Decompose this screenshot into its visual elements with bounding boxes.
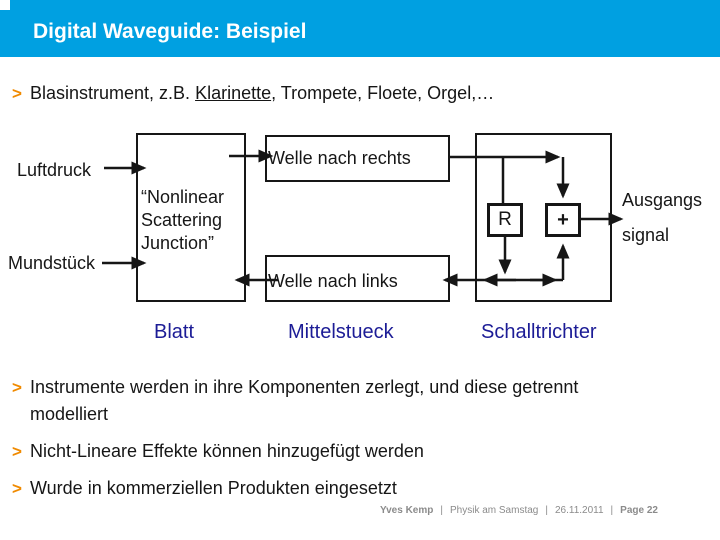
footer-author: Yves Kemp xyxy=(380,505,434,516)
section-label-mittelstueck: Mittelstueck xyxy=(288,321,394,343)
section-label-schalltrichter: Schalltrichter xyxy=(481,321,597,343)
footer-event: Physik am Samstag xyxy=(449,505,539,516)
adder-label: + xyxy=(557,208,569,231)
output-label-line2: signal xyxy=(622,225,670,245)
junction-label-line3: Junction” xyxy=(141,233,215,253)
header-bar: Digital Waveguide: Beispiel xyxy=(0,0,720,57)
junction-label-line1: “Nonlinear xyxy=(141,187,225,207)
wave-right-box xyxy=(265,135,450,182)
footer-page-number: Page 22 xyxy=(620,505,658,516)
bullet-instruments-suffix: , Trompete, Floete, Orgel,… xyxy=(271,83,495,103)
bullet-instruments-text: Blasinstrument, z.B. Klarinette, Trompet… xyxy=(30,80,494,107)
bullet-chevron-icon: > xyxy=(12,378,22,397)
adder-box xyxy=(545,203,581,237)
bullet-instruments: > Blasinstrument, z.B. Klarinette, Tromp… xyxy=(12,80,494,107)
luftdruck-label: Luftdruck xyxy=(17,160,92,180)
header-corner-notch xyxy=(0,0,10,10)
bullet-produkte: > Wurde in kommerziellen Produkten einge… xyxy=(12,475,397,502)
wave-left-label: Welle nach links xyxy=(268,271,398,291)
bullet-chevron-icon: > xyxy=(12,84,22,103)
bullet-instruments-underlined: Klarinette xyxy=(195,83,272,103)
reflection-label: R xyxy=(498,209,512,230)
section-label-blatt: Blatt xyxy=(154,321,195,343)
junction-box xyxy=(136,133,246,302)
bullet-instruments-prefix: Blasinstrument, z.B. xyxy=(30,83,196,103)
output-label-line1: Ausgangs xyxy=(622,190,703,210)
footer-date: 26.11.2011 xyxy=(554,505,604,516)
footer-separator: | xyxy=(610,505,614,516)
bullet-chevron-icon: > xyxy=(12,479,22,498)
footer-separator: | xyxy=(545,505,548,516)
bullet-nichtlinear-text: Nicht-Lineare Effekte können hinzugefügt… xyxy=(30,441,424,461)
wave-right-label: Welle nach rechts xyxy=(268,148,411,168)
bullet-komponenten: > Instrumente werden in ihre Komponenten… xyxy=(12,374,642,428)
wave-left-box xyxy=(265,255,450,302)
junction-label: “Nonlinear Scattering Junction” xyxy=(141,186,224,255)
reflection-box xyxy=(487,203,523,237)
slide-title: Digital Waveguide: Beispiel xyxy=(33,20,307,43)
bullet-produkte-text: Wurde in kommerziellen Produkten eingese… xyxy=(30,478,397,498)
footer-separator: | xyxy=(440,505,443,516)
junction-label-line2: Scattering xyxy=(141,210,223,230)
footer: Yves Kemp | Physik am Samstag | 26.11.20… xyxy=(380,505,658,516)
bullet-nichtlinear: > Nicht-Lineare Effekte können hinzugefü… xyxy=(12,438,424,465)
mundstueck-label: Mundstück xyxy=(8,253,96,273)
bullet-komponenten-text: Instrumente werden in ihre Komponenten z… xyxy=(30,377,579,424)
bullet-chevron-icon: > xyxy=(12,442,22,461)
